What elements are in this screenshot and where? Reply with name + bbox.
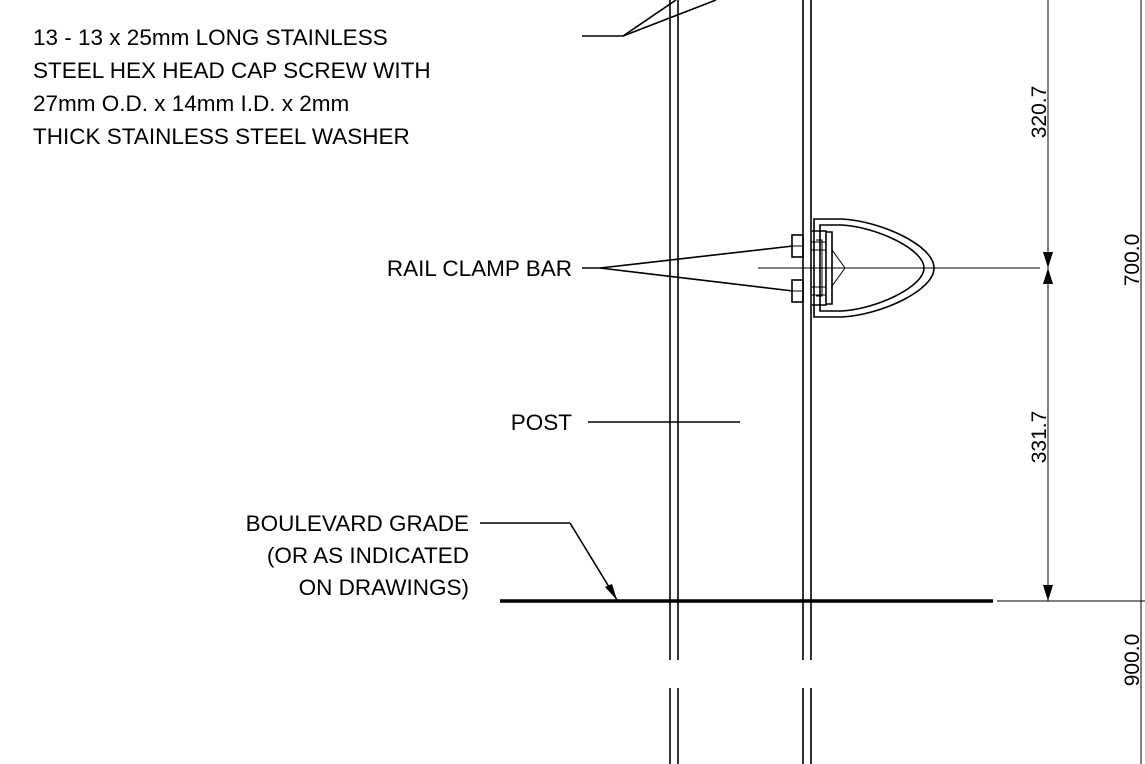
screw-note-line-3: 27mm O.D. x 14mm I.D. x 2mm [33,91,349,116]
post-label: POST [511,410,573,435]
dimension-total: 700.0 [1121,234,1144,287]
dimension-lower: 331.7 [1028,411,1051,464]
screw-note-line-1: 13 - 13 x 25mm LONG STAINLESS [33,25,388,50]
grade-note-line-1: BOULEVARD GRADE [246,511,469,536]
grade-note-line-3: ON DRAWINGS) [299,575,469,600]
dimension-lines [997,0,1145,764]
rail-clamp-bar-label: RAIL CLAMP BAR [387,256,572,281]
grade-note-line-2: (OR AS INDICATED [267,543,469,568]
rail-profile [758,218,1040,318]
post-break-continuation [669,688,812,764]
leader-rail-clamp-bar [582,245,794,292]
screw-callout-note: 13 - 13 x 25mm LONG STAINLESS STEEL HEX … [33,25,431,149]
screw-note-line-4: THICK STAINLESS STEEL WASHER [33,124,410,149]
dimension-embed: 900.0 [1121,634,1144,687]
screw-note-line-2: STEEL HEX HEAD CAP SCREW WITH [33,58,431,83]
leader-screw-note [582,0,717,37]
boulevard-grade-note: BOULEVARD GRADE (OR AS INDICATED ON DRAW… [246,511,469,600]
post-outline [669,0,812,660]
dimension-upper: 320.7 [1028,86,1051,139]
leader-boulevard-grade [480,522,618,601]
